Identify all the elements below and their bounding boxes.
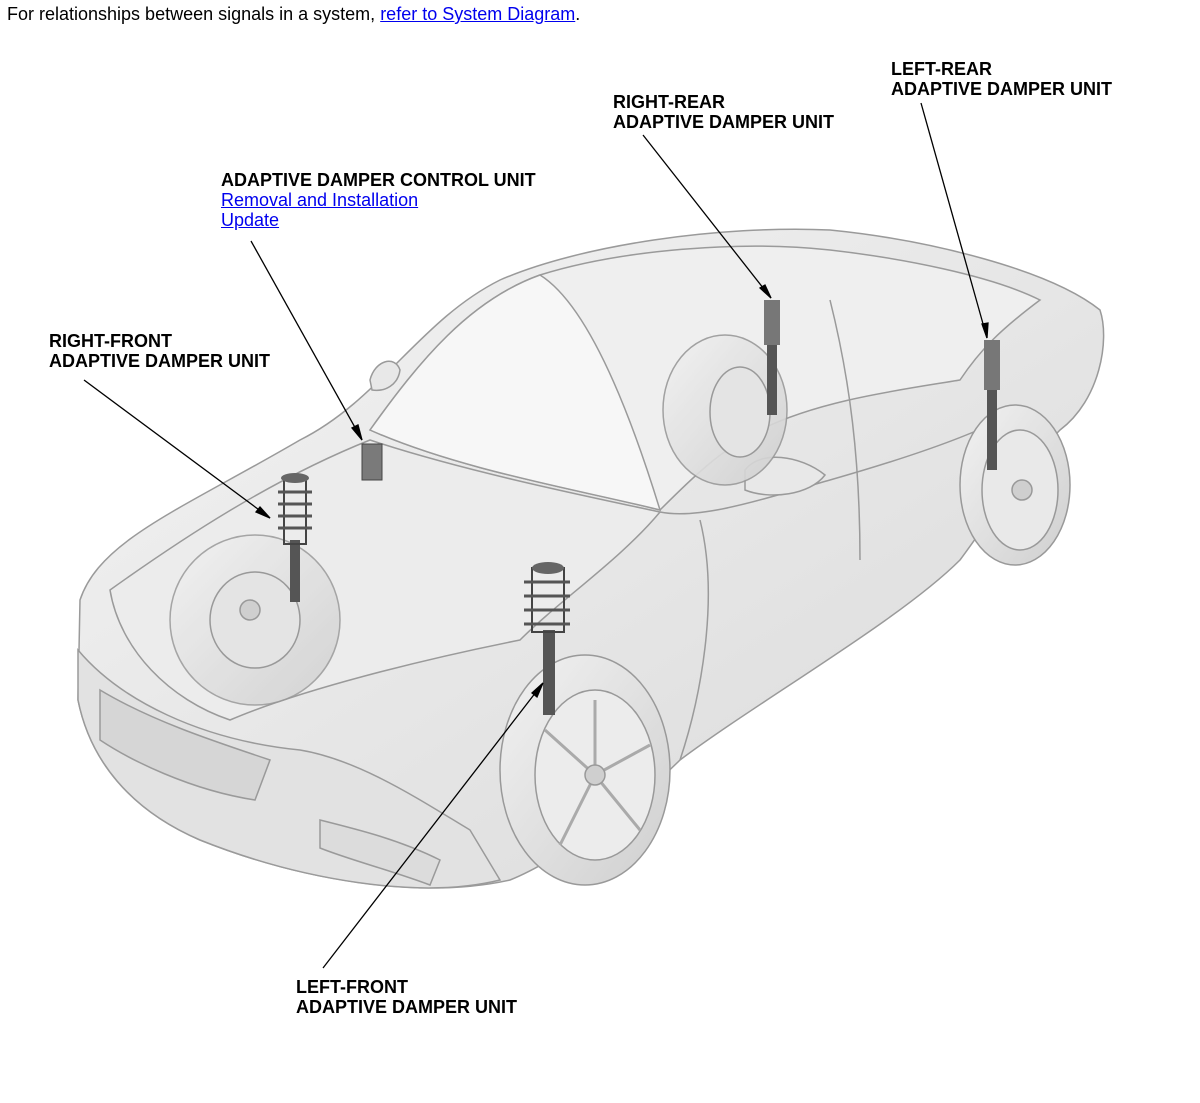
right-front-line2: ADAPTIVE DAMPER UNIT xyxy=(49,351,271,371)
left-front-line2: ADAPTIVE DAMPER UNIT xyxy=(296,997,518,1017)
right-rear-line1: RIGHT-REAR xyxy=(613,92,725,112)
right-front-damper xyxy=(278,473,312,602)
left-front-label: LEFT-FRONT ADAPTIVE DAMPER UNIT xyxy=(296,977,517,1017)
system-diagram-link[interactable]: refer to System Diagram xyxy=(380,4,576,24)
intro-suffix: . xyxy=(575,4,581,24)
left-rear-line1: LEFT-REAR xyxy=(891,59,992,79)
control-unit-box xyxy=(361,443,383,481)
right-rear-line2: ADAPTIVE DAMPER UNIT xyxy=(613,112,835,132)
left-rear-label: LEFT-REAR ADAPTIVE DAMPER UNIT xyxy=(891,59,1112,99)
left-front-line1: LEFT-FRONT xyxy=(296,977,408,997)
control-unit-title: ADAPTIVE DAMPER CONTROL UNIT xyxy=(221,170,536,190)
left-rear-wheel xyxy=(959,404,1071,566)
update-link[interactable]: Update xyxy=(221,210,280,230)
right-front-wheel xyxy=(169,534,341,706)
left-front-damper xyxy=(524,562,570,715)
intro-text: For relationships between signals in a s… xyxy=(7,4,381,24)
car-body xyxy=(77,228,1105,889)
right-rear-wheel xyxy=(662,334,788,486)
leader-lines xyxy=(83,102,989,969)
left-rear-damper xyxy=(984,340,1000,470)
right-rear-label: RIGHT-REAR ADAPTIVE DAMPER UNIT xyxy=(613,92,834,132)
left-rear-line2: ADAPTIVE DAMPER UNIT xyxy=(891,79,1113,99)
control-unit-label: ADAPTIVE DAMPER CONTROL UNIT Removal and… xyxy=(221,170,536,230)
intro-sentence: For relationships between signals in a s… xyxy=(7,3,580,25)
left-front-wheel xyxy=(499,654,671,886)
right-front-label: RIGHT-FRONT ADAPTIVE DAMPER UNIT xyxy=(49,331,270,371)
right-rear-damper xyxy=(764,300,780,415)
right-front-line1: RIGHT-FRONT xyxy=(49,331,172,351)
removal-installation-link[interactable]: Removal and Installation xyxy=(221,190,419,210)
